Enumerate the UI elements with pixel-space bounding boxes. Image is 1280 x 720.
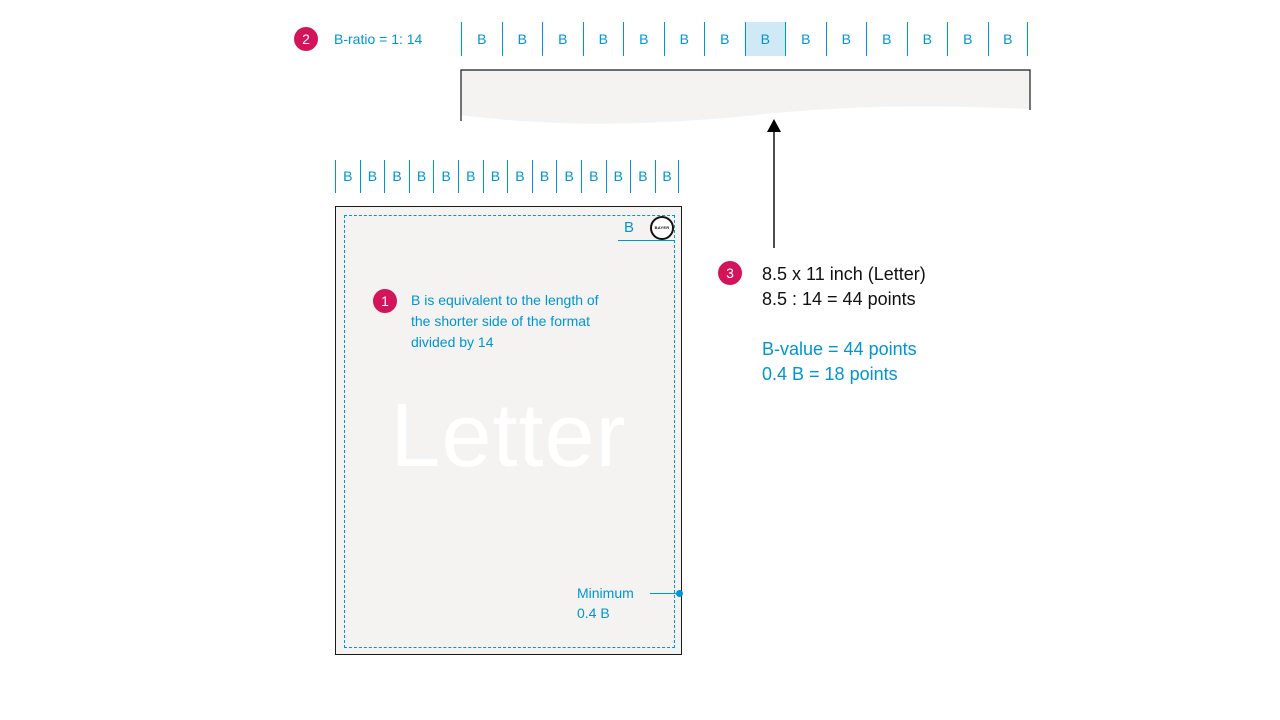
ruler-cell: B [825, 22, 867, 56]
b-value-line: B-value = 44 points [762, 339, 917, 359]
minimum-pointer-dot [676, 590, 683, 597]
ruler-cell: B [630, 160, 655, 193]
calc-line-1: 8.5 x 11 inch (Letter) [762, 264, 926, 284]
minimum-margin-label: Minimum 0.4 B [577, 583, 634, 623]
note-line: the shorter side of the format [411, 313, 590, 329]
bayer-cross-logo: BAYER [650, 216, 674, 240]
ruler-cell: B [359, 160, 385, 193]
ruler-cell: B [785, 22, 826, 56]
ruler-cell: B [556, 160, 581, 193]
ruler-cell: B [457, 160, 483, 193]
letter-page [335, 206, 682, 655]
up-arrow-icon [767, 119, 781, 248]
ruler-cell: B [461, 22, 502, 56]
b-marker-label: B [624, 219, 635, 236]
ruler-cell: B [605, 160, 631, 193]
ruler-cell: B [704, 22, 745, 56]
step-2-badge: 2 [294, 27, 318, 51]
ruler-cell: B [507, 160, 532, 193]
ruler-cell: B [408, 160, 434, 193]
ruler-cell: B [654, 160, 680, 193]
min-value-line: 0.4 B = 18 points [762, 364, 898, 384]
minimum-line: 0.4 B [577, 605, 610, 621]
ruler-cell: B [335, 160, 360, 193]
ruler-cell: B [501, 22, 543, 56]
ruler-cell: B [906, 22, 948, 56]
step-3-badge: 3 [718, 261, 742, 285]
ruler-cell: B [384, 160, 409, 193]
letter-watermark: Letter [390, 386, 627, 486]
minimum-pointer-line [650, 593, 678, 594]
margin-guide [344, 215, 675, 648]
ruler-cell: B [744, 22, 785, 56]
ruler-cell: B [663, 22, 705, 56]
ruler-cell: B [623, 22, 664, 56]
ruler-cell: B [531, 160, 557, 193]
b-marker-line [618, 240, 674, 241]
note-line: divided by 14 [411, 334, 494, 350]
b-definition-note: B is equivalent to the length of the sho… [411, 290, 599, 353]
step-1-badge: 1 [373, 289, 397, 313]
ruler-cell: B [987, 22, 1028, 56]
ruler-cell: B [433, 160, 458, 193]
ruler-cell: B [582, 22, 624, 56]
logo-text: BAYER [654, 225, 670, 230]
b-value-text: B-value = 44 points 0.4 B = 18 points [762, 337, 917, 387]
ruler-cell: B [542, 22, 583, 56]
calc-line-2: 8.5 : 14 = 44 points [762, 289, 916, 309]
ruler-cell: B [947, 22, 988, 56]
ruler-cell: B [482, 160, 508, 193]
minimum-line: Minimum [577, 585, 634, 601]
b-ratio-label: B-ratio = 1: 14 [334, 31, 423, 47]
ruler-cell: B [580, 160, 606, 193]
calculation-text: 8.5 x 11 inch (Letter) 8.5 : 14 = 44 poi… [762, 262, 926, 312]
note-line: B is equivalent to the length of [411, 292, 599, 308]
ruler-cell: B [866, 22, 907, 56]
format-strip [460, 69, 1031, 124]
